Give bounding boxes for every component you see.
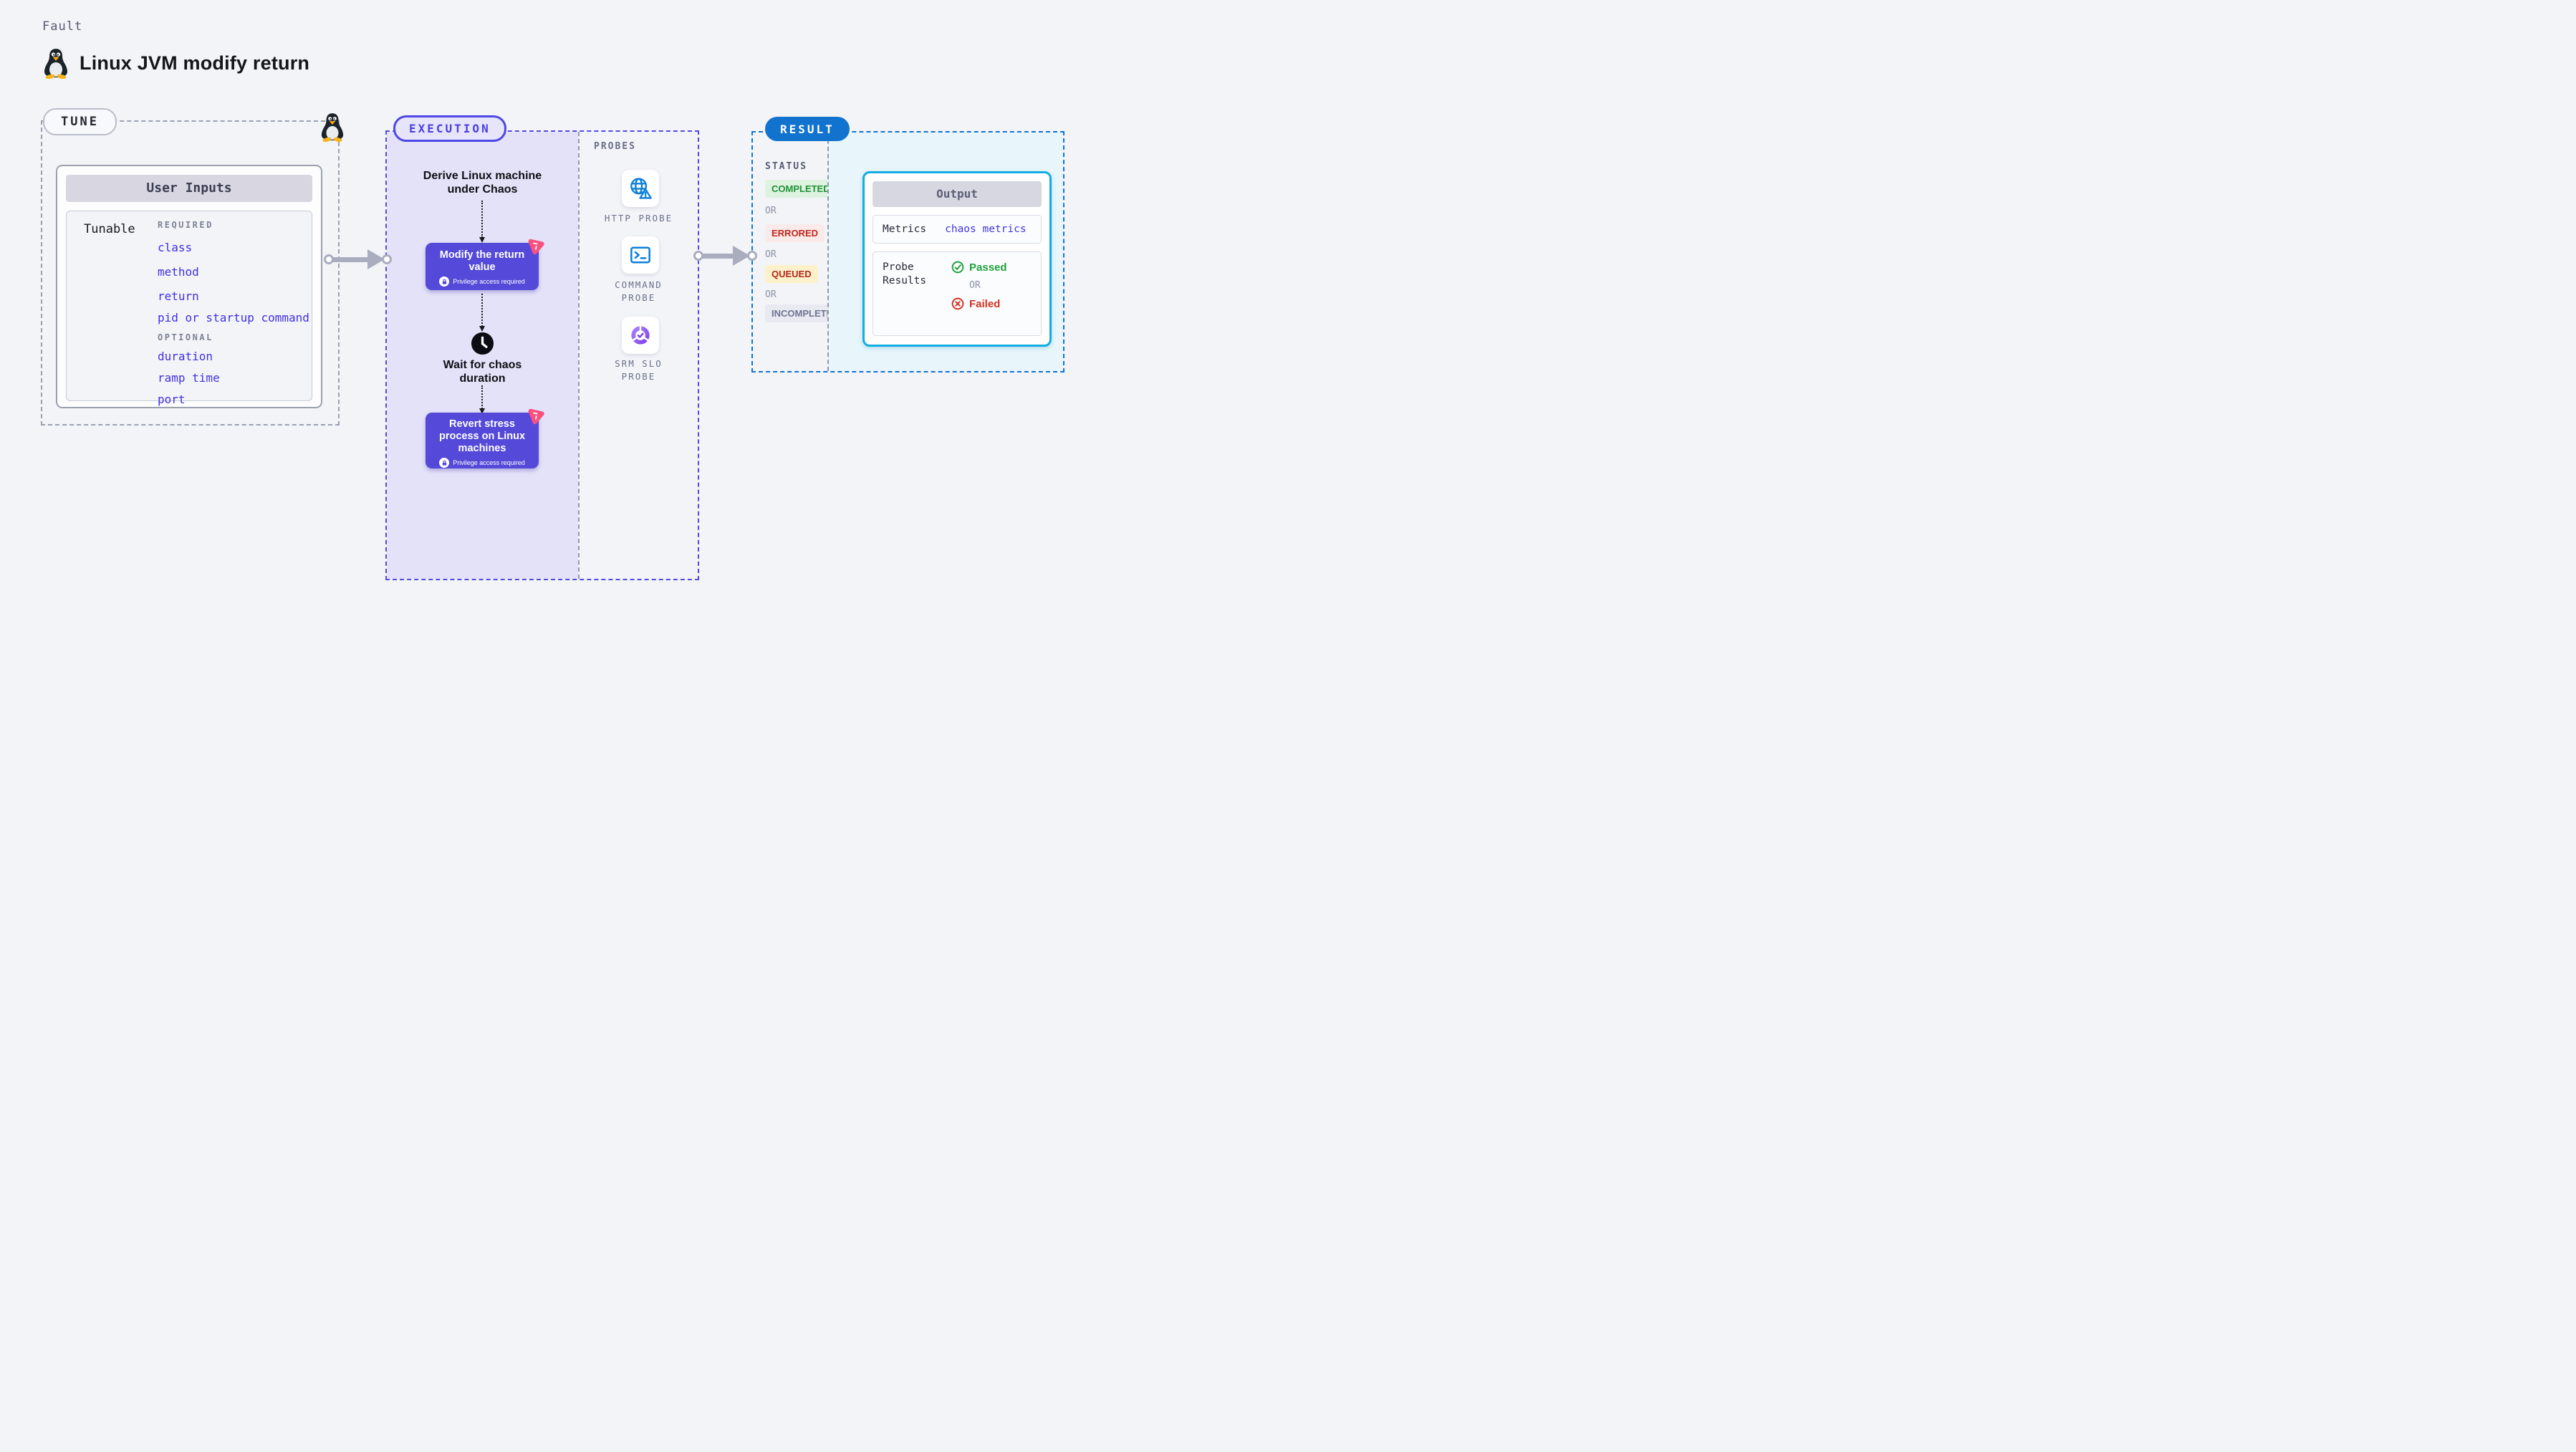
command-probe-label: COMMAND PROBE — [615, 279, 663, 303]
user-inputs-card: User Inputs Tunable REQUIRED class metho… — [56, 165, 322, 408]
tune-to-execution-arrow — [324, 249, 392, 270]
execution-flow-panel: Derive Linux machine under Chaos Modify … — [387, 132, 578, 579]
slo-donut-check-icon — [631, 325, 650, 345]
or-label: OR — [765, 206, 777, 216]
failed-item: Failed — [951, 297, 1007, 310]
page-title: Linux JVM modify return — [80, 52, 310, 74]
input-duration: duration — [158, 350, 213, 363]
output-panel: Output Metrics chaos metrics Probe Resul… — [827, 133, 1063, 371]
status-column: STATUS COMPLETED OR ERRORED OR QUEUED OR… — [753, 133, 846, 371]
probe-results-label: Probe Results — [883, 261, 927, 287]
or-label: OR — [765, 289, 777, 300]
globe-alert-icon — [630, 178, 652, 199]
chaos-pink-triangle-icon — [527, 405, 546, 425]
privilege-badge: Privilege access required — [426, 458, 539, 468]
result-pill: RESULT — [765, 117, 850, 141]
srm-slo-probe-label: SRM SLO PROBE — [615, 358, 663, 382]
metrics-value: chaos metrics — [945, 223, 1027, 235]
status-badge-errored: ERRORED — [765, 224, 825, 242]
input-class: class — [158, 241, 193, 254]
tune-pill: TUNE — [43, 108, 117, 135]
chaos-pink-triangle-icon — [527, 236, 546, 255]
wait-step-text: Wait for chaos duration — [443, 359, 522, 385]
derive-step-text: Derive Linux machine under Chaos — [423, 170, 542, 196]
input-pid-or-startup-command: pid or startup command — [158, 311, 309, 324]
lock-icon — [439, 277, 450, 287]
fault-diagram-page: Fault Linux JVM modify return TUNE User … — [0, 0, 1103, 622]
linux-penguin-icon — [321, 113, 344, 142]
optional-heading: OPTIONAL — [158, 332, 213, 342]
input-port: port — [158, 393, 186, 406]
input-return: return — [158, 289, 199, 303]
status-heading: STATUS — [765, 161, 807, 172]
user-inputs-body: Tunable REQUIRED class method return pid… — [66, 211, 312, 406]
tunable-label: Tunable — [84, 222, 135, 236]
or-label: OR — [969, 280, 981, 291]
fault-kicker: Fault — [42, 19, 83, 34]
linux-penguin-icon — [44, 49, 67, 79]
privilege-badge-text: Privilege access required — [453, 459, 525, 466]
output-title: Output — [873, 181, 1042, 207]
user-inputs-title: User Inputs — [66, 175, 312, 202]
output-card: Output Metrics chaos metrics Probe Resul… — [862, 171, 1052, 347]
modify-return-label: Modify the return value — [439, 249, 525, 273]
flow-connector — [479, 385, 485, 414]
result-section: STATUS COMPLETED OR ERRORED OR QUEUED OR… — [751, 131, 1064, 372]
check-circle-icon — [951, 261, 964, 274]
command-probe-card — [622, 236, 659, 274]
execution-pill: EXECUTION — [393, 115, 506, 142]
or-label: OR — [765, 249, 777, 260]
probe-results-row: Probe Results Passed OR Failed — [873, 251, 1042, 336]
metrics-label: Metrics — [883, 223, 927, 235]
modify-return-node: Modify the return value Privilege access… — [426, 243, 539, 290]
privilege-badge-text: Privilege access required — [453, 278, 525, 285]
flow-connector — [479, 201, 485, 243]
required-heading: REQUIRED — [158, 220, 213, 230]
failed-label: Failed — [969, 297, 1001, 310]
input-method: method — [158, 265, 199, 279]
tune-section — [41, 120, 340, 425]
probes-panel: PROBES HTTP PROBE — [578, 132, 698, 579]
flow-connector — [479, 294, 485, 332]
execution-to-result-arrow — [693, 245, 757, 266]
terminal-icon — [630, 246, 650, 264]
execution-section: Derive Linux machine under Chaos Modify … — [385, 130, 699, 580]
passed-item: Passed — [951, 261, 1007, 274]
x-circle-icon — [951, 297, 964, 310]
srm-slo-probe-card — [622, 317, 659, 354]
clock-icon — [471, 332, 494, 355]
page-title-row: Linux JVM modify return — [43, 47, 309, 79]
http-probe-card — [622, 170, 659, 207]
metrics-row: Metrics chaos metrics — [873, 215, 1042, 244]
revert-stress-label: Revert stress process on Linux machines — [438, 418, 526, 454]
status-badge-queued: QUEUED — [765, 265, 818, 283]
passed-label: Passed — [969, 261, 1007, 274]
http-probe-label: HTTP PROBE — [604, 213, 673, 223]
privilege-badge: Privilege access required — [426, 277, 539, 287]
lock-icon — [439, 458, 450, 468]
status-badge-completed: COMPLETED — [765, 180, 837, 198]
input-ramp-time: ramp time — [158, 371, 220, 385]
probes-heading: PROBES — [594, 141, 636, 152]
revert-stress-node: Revert stress process on Linux machines … — [426, 413, 539, 468]
